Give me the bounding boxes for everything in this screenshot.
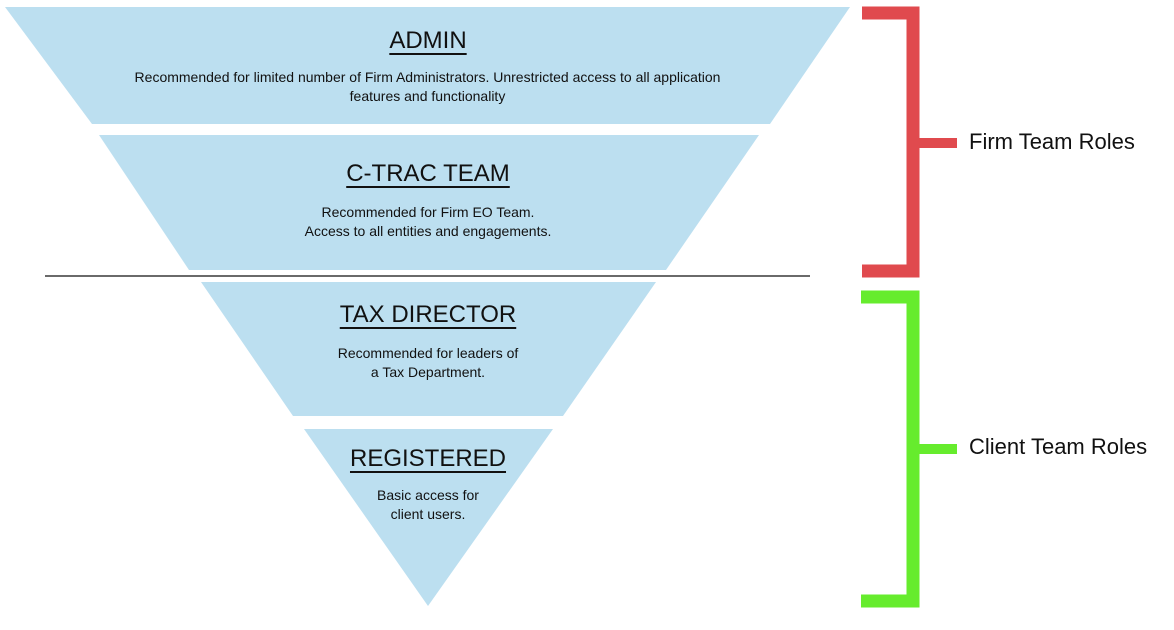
tax-director-tier-shape xyxy=(201,282,656,416)
client-team-bracket xyxy=(861,290,920,608)
firm-team-roles-label: Firm Team Roles xyxy=(969,129,1135,154)
admin-tier-shape xyxy=(5,7,850,124)
admin-description: Recommended for limited number of Firm A… xyxy=(134,69,721,104)
registered-description: Basic access for client users. xyxy=(377,487,479,522)
ctrac-team-tier-shape xyxy=(99,135,759,270)
admin-title: ADMIN xyxy=(389,27,467,54)
ctrac-team-description: Recommended for Firm EO Team. Access to … xyxy=(304,204,552,239)
registered-title: REGISTERED xyxy=(349,445,507,472)
registered-tier-shape xyxy=(304,429,553,606)
firm-team-bracket xyxy=(862,6,920,278)
tax-director-title: TAX DIRECTOR xyxy=(339,301,517,328)
ctrac-team-title: C-TRAC TEAM xyxy=(346,160,510,187)
client-team-roles-label: Client Team Roles xyxy=(969,434,1148,459)
tax-director-description: Recommended for leaders of a Tax Departm… xyxy=(337,345,519,380)
